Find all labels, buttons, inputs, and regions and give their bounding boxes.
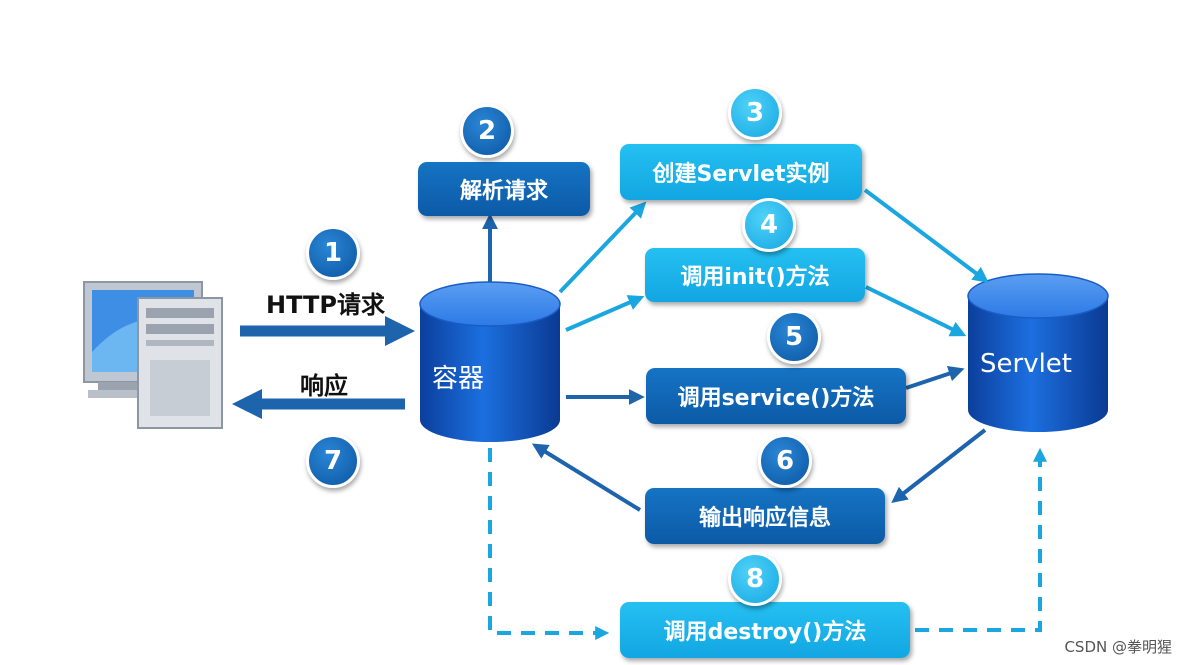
step-badge-4: 4 [742,198,796,252]
container-cylinder [419,281,561,442]
step-badge-1: 1 [306,226,360,280]
service-servlet-arrow [905,365,965,390]
init-method-box: 调用init()方法 [645,248,865,302]
request-arrowhead [385,316,415,346]
servlet-cylinder [967,273,1109,432]
destroy-method-box: 调用destroy()方法 [620,602,910,658]
step-badge-5: 5 [767,310,821,364]
output-response-box: 输出响应信息 [645,488,885,544]
servlet-label: Servlet [980,349,1072,379]
servlet-output-arrow [891,428,987,503]
parse-request-box: 解析请求 [418,162,590,216]
container-label: 容器 [432,364,485,394]
response-label: 响应 [300,372,348,400]
step-badge-3: 3 [728,86,782,140]
destroy-servlet-dashed-path [915,447,1047,632]
create-servlet-arrow [863,188,989,283]
step-badge-2: 2 [460,104,514,158]
init-arrow [565,295,645,332]
step-badge-7: 7 [306,434,360,488]
output-container-arrow [531,443,642,512]
destroy-dashed-path [488,448,610,640]
watermark: CSDN @拳明猩 [1064,638,1172,656]
http-request-label: HTTP请求 [266,291,385,319]
init-servlet-arrow [865,285,967,337]
create-instance-box: 创建Servlet实例 [620,144,862,200]
service-method-box: 调用service()方法 [646,368,906,424]
desktop-computer-icon [83,281,223,429]
step-badge-8: 8 [728,552,782,606]
create-arrow [558,201,647,294]
step-badge-6: 6 [758,434,812,488]
response-arrowhead [232,389,262,419]
